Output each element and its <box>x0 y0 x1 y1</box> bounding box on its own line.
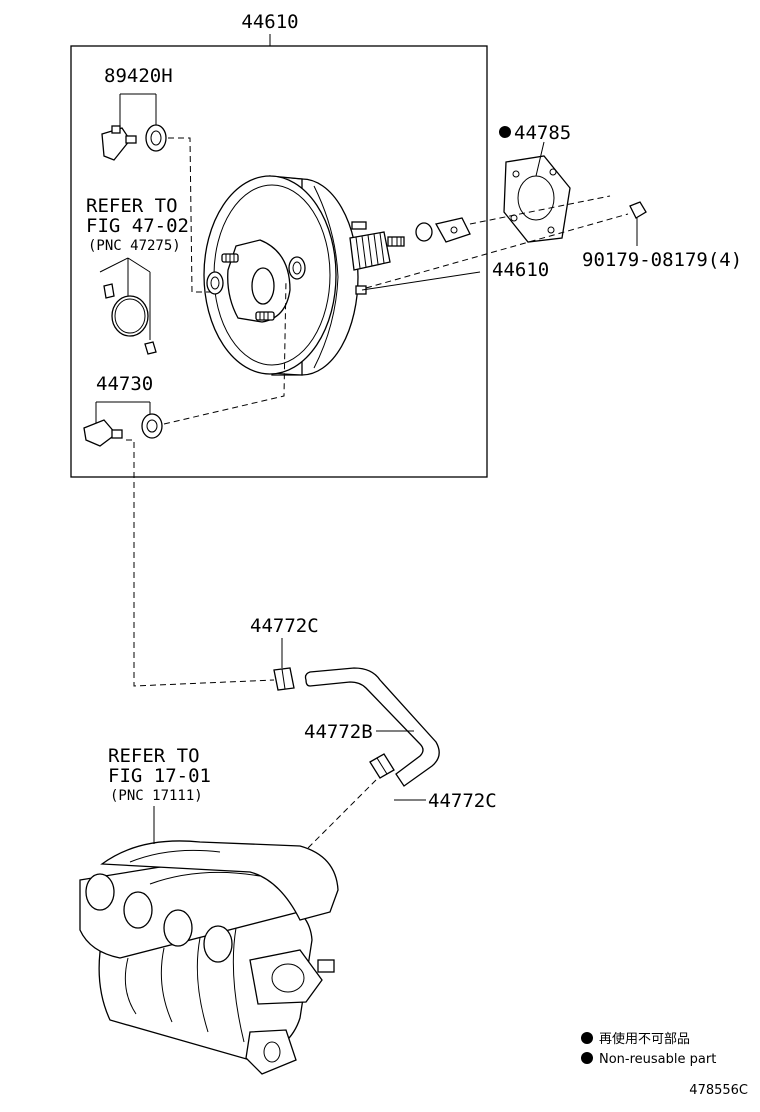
label-clamp-lower: 44772C <box>428 790 497 812</box>
legend-bullet-en <box>581 1052 593 1064</box>
non-reusable-mark <box>499 126 511 138</box>
legend-text-en: Non-reusable part <box>599 1052 716 1067</box>
valve-to-hose-route <box>126 439 275 687</box>
rod-route <box>469 195 611 225</box>
label-refer-a-1: REFER TO <box>86 195 178 217</box>
label-assembly-side: 44610 <box>492 259 549 281</box>
label-refer-a-2: FIG 47-02 <box>86 215 189 237</box>
assembly-frame <box>70 45 488 478</box>
label-hose: 44772B <box>304 721 373 743</box>
gasket-and-yoke <box>415 141 571 243</box>
label-refer-b-3: (PNC 17111) <box>110 788 203 804</box>
label-refer-b-2: FIG 17-01 <box>108 765 211 787</box>
label-valve-lower: 44730 <box>96 373 153 395</box>
figure-id: 478556C <box>689 1083 748 1098</box>
refer-47-02-parts <box>99 257 157 355</box>
label-refer-b-1: REFER TO <box>108 745 200 767</box>
legend-text-jp: 再使用不可部品 <box>599 1031 690 1047</box>
upper-valve-route <box>168 137 210 293</box>
vacuum-hose <box>273 667 440 787</box>
stud-route <box>365 213 629 289</box>
label-check-valve: 89420H <box>104 65 173 87</box>
lower-valve-route <box>163 279 287 425</box>
label-assembly-top: 44610 <box>241 11 298 33</box>
intake-manifold <box>79 840 339 1075</box>
legend-bullet-jp <box>581 1032 593 1044</box>
check-valve-lower <box>83 401 163 447</box>
assembly-side-leader <box>361 271 481 291</box>
label-gasket: 44785 <box>514 122 571 144</box>
label-clamp-upper: 44772C <box>250 615 319 637</box>
brake-booster <box>203 175 405 376</box>
bolt-nut <box>629 201 647 246</box>
label-refer-a-3: (PNC 47275) <box>88 238 181 254</box>
check-valve-upper <box>101 93 167 161</box>
label-bolt: 90179-08179(4) <box>582 249 742 271</box>
